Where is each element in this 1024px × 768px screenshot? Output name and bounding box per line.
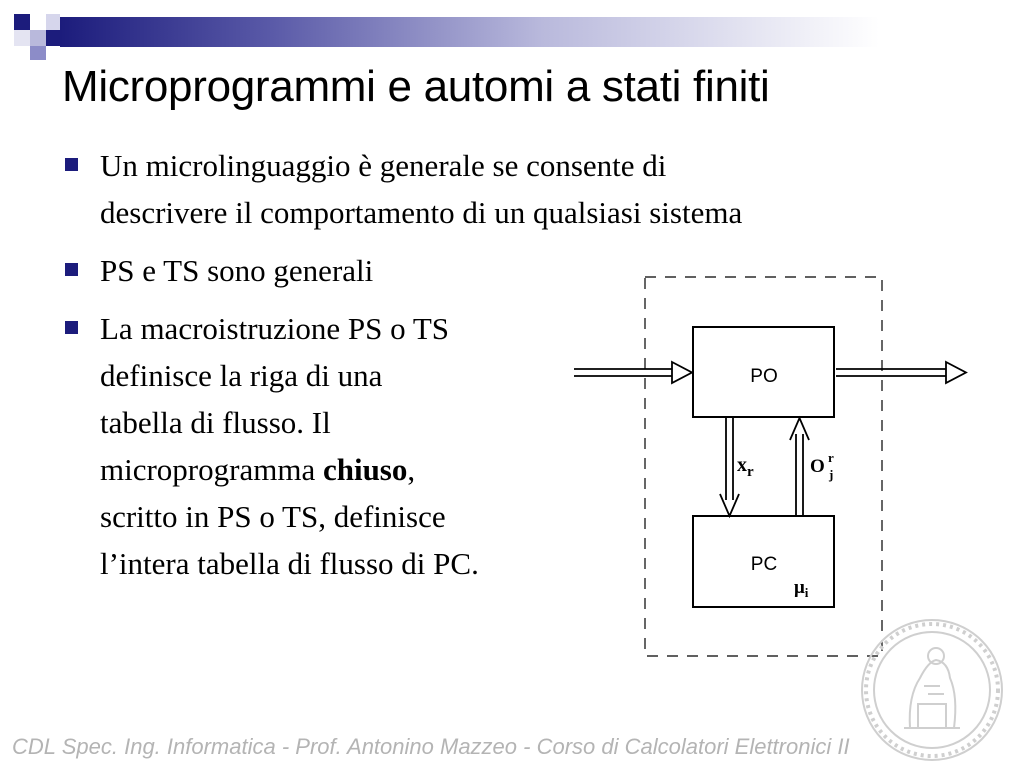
bullet-square-icon xyxy=(65,321,78,334)
bold-keyword: chiuso xyxy=(322,452,408,487)
xr-main: x xyxy=(737,454,747,476)
xr-down-arrow xyxy=(719,418,740,519)
bullet-line: microprogramma chiuso, xyxy=(100,446,479,493)
input-arrow xyxy=(574,360,694,385)
bullet-line: descrivere il comportamento di un qualsi… xyxy=(100,195,743,230)
bullet-text: , xyxy=(407,452,416,487)
bullet-line: l’intera tabella di flusso di PC. xyxy=(100,546,479,581)
po-label: PO xyxy=(750,366,777,387)
bullet-item-general: Un microlinguaggio è generale se consent… xyxy=(65,142,743,236)
pc-label: PC xyxy=(751,554,777,575)
university-seal-icon xyxy=(861,619,1003,761)
xr-subscript: r xyxy=(747,464,754,480)
oj-subscript: j xyxy=(828,467,833,482)
bullet-line: PS e TS sono generali xyxy=(100,253,374,288)
xr-signal-label: xr xyxy=(737,454,754,480)
oj-superscript: r xyxy=(828,450,834,465)
decor-square-4 xyxy=(46,30,60,46)
dashed-boundary xyxy=(644,276,883,657)
oj-signal-label: O xyxy=(810,456,825,477)
header-banner xyxy=(60,17,1024,47)
oj-main: O xyxy=(810,456,825,477)
bullet-item-ps-ts: PS e TS sono generali xyxy=(65,247,374,294)
footer-credits: CDL Spec. Ing. Informatica - Prof. Anton… xyxy=(12,734,850,759)
slide-title: Microprogrammi e automi a stati finiti xyxy=(62,62,770,111)
bullet-line: scritto in PS o TS, definisce xyxy=(100,499,446,534)
pc-block xyxy=(692,515,835,608)
bullet-text: microprogramma xyxy=(100,452,323,487)
decor-square-3 xyxy=(46,14,60,30)
mu-label: μi xyxy=(794,577,809,600)
decor-square-5 xyxy=(30,46,46,60)
po-block xyxy=(692,326,835,418)
decor-square-6 xyxy=(14,30,30,46)
output-arrow xyxy=(836,360,968,385)
bullet-line: tabella di flusso. Il xyxy=(100,405,331,440)
bullet-square-icon xyxy=(65,263,78,276)
bullet-line: definisce la riga di una xyxy=(100,358,383,393)
bullet-line: Un microlinguaggio è generale se consent… xyxy=(100,148,667,183)
bullet-square-icon xyxy=(65,158,78,171)
mu-subscript: i xyxy=(805,585,809,600)
oj-up-arrow xyxy=(789,415,810,516)
bullet-item-macroistruzione: La macroistruzione PS o TS definisce la … xyxy=(65,305,479,587)
decor-square-1 xyxy=(14,14,30,30)
bullet-line: La macroistruzione PS o TS xyxy=(100,311,449,346)
decor-square-2 xyxy=(30,30,46,46)
mu-main: μ xyxy=(794,577,805,598)
